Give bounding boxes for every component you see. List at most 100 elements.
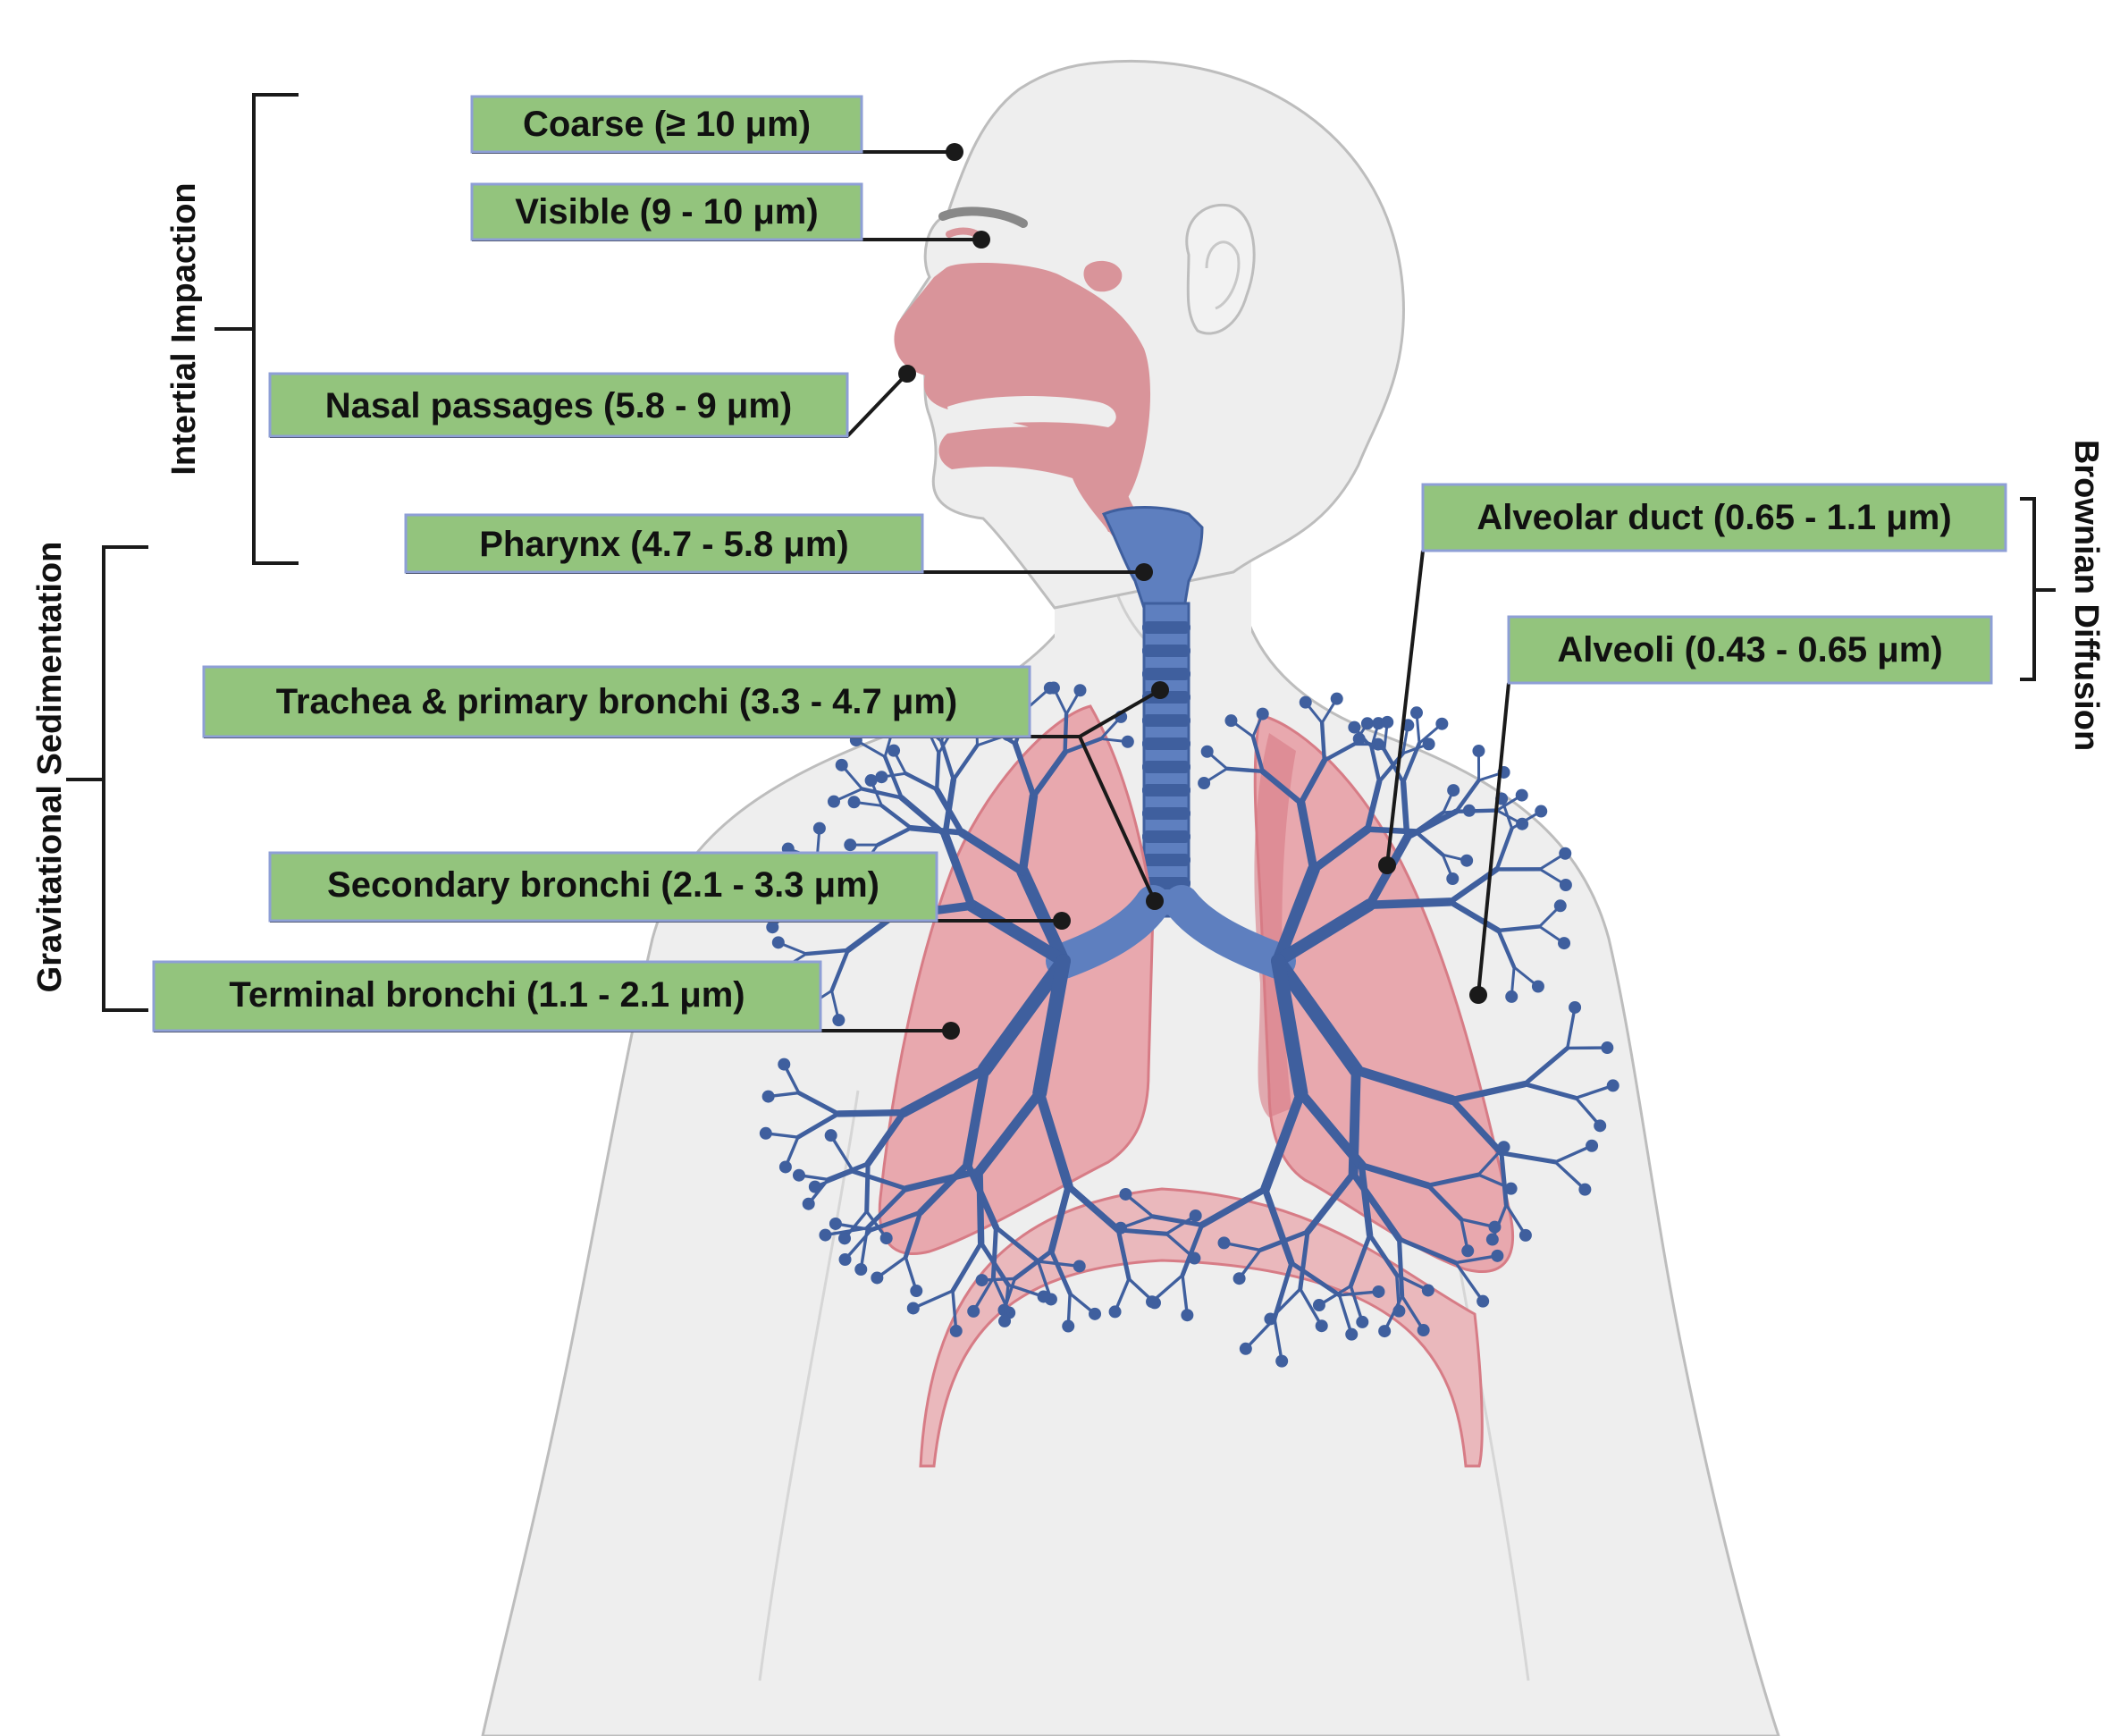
bronchus-branch xyxy=(951,1289,958,1333)
alveolar-sac xyxy=(1348,721,1361,734)
bronchus-branch xyxy=(803,948,850,956)
bronchus-branch xyxy=(1499,1150,1558,1165)
alveolar-sac xyxy=(1232,1272,1246,1285)
alveolar-sac xyxy=(875,771,888,784)
bronchus-branch xyxy=(851,1168,909,1192)
alveolar-sac xyxy=(1200,745,1214,758)
bronchus-branch xyxy=(979,1240,1011,1287)
ear-inner xyxy=(1205,240,1241,310)
bronchus-branch xyxy=(935,751,941,792)
bronchus-branch xyxy=(1271,954,1364,1078)
alveolar-sac xyxy=(1073,1260,1086,1273)
leader-alveoli xyxy=(1476,682,1510,996)
bronchus-branch xyxy=(965,899,1070,967)
alveolar-sac xyxy=(1518,1228,1532,1242)
bronchus-branch xyxy=(1496,928,1517,970)
dot-visible xyxy=(972,231,990,249)
alveolar-sac xyxy=(812,822,826,835)
dot-coarse xyxy=(946,143,963,161)
alveolar-sac xyxy=(1352,732,1366,746)
alveolar-sac xyxy=(1476,1294,1490,1308)
alveolar-sac xyxy=(1299,695,1312,709)
alveolar-sac xyxy=(1037,1290,1050,1303)
alveolar-sac xyxy=(832,1014,845,1027)
bronchus-branch xyxy=(1499,1150,1509,1208)
alveolar-sac xyxy=(1360,717,1374,730)
trachea-ring xyxy=(1142,807,1190,820)
label-pharynx-text: Pharynx (4.7 - 5.8 μm) xyxy=(479,525,849,564)
alveolar-sac xyxy=(1421,1284,1434,1297)
alveolar-sac xyxy=(808,1180,821,1193)
alveolar-sac xyxy=(1356,1315,1369,1328)
alveolar-sac xyxy=(1345,1327,1359,1341)
bronchus-branch xyxy=(957,828,1027,876)
bronchus-branch xyxy=(1522,1045,1570,1087)
alveolar-sac xyxy=(1312,1299,1325,1312)
bronchus-branch xyxy=(976,1167,985,1247)
dot-alveoli xyxy=(1469,986,1487,1004)
alveolar-sac xyxy=(1559,879,1572,892)
group-label-inertial: Intertial Impaction xyxy=(165,182,203,475)
primary-bronchus-left xyxy=(1046,885,1171,979)
alveolar-sac xyxy=(1535,805,1548,818)
alveolar-sac xyxy=(766,921,779,934)
bronchus-branch xyxy=(1272,863,1320,967)
alveolar-sac xyxy=(1198,777,1211,790)
bronchus-branch xyxy=(1034,1088,1073,1192)
group-brackets xyxy=(66,93,2056,1012)
alveolar-sac xyxy=(871,1271,884,1285)
bronchus-branch xyxy=(1272,1260,1294,1321)
bronchus-branch xyxy=(1031,749,1068,799)
alveolar-sac xyxy=(1217,1236,1231,1250)
alveolar-sac xyxy=(998,1314,1012,1327)
left-arm-crease xyxy=(758,1090,860,1681)
bronchus-branch xyxy=(912,1289,955,1310)
alveolar-sac xyxy=(847,796,861,809)
bronchus-branch xyxy=(1180,1222,1205,1278)
oral-cavity xyxy=(938,426,1135,536)
oral-gap xyxy=(947,396,1116,429)
alveolar-sac xyxy=(1531,980,1544,993)
label-trachea-text: Trachea & primary bronchi (3.3 - 4.7 μm) xyxy=(276,682,958,721)
bronchus-branch xyxy=(823,1226,870,1237)
bronchus-branch xyxy=(903,1209,923,1260)
alveolar-sac xyxy=(1586,1139,1599,1152)
alveolar-sac xyxy=(1569,1000,1582,1014)
bronchus-branch xyxy=(1449,1096,1505,1157)
alveolar-sac xyxy=(975,1274,988,1287)
bronchus-branch xyxy=(1047,1183,1073,1255)
alveolar-sac xyxy=(1089,1307,1102,1320)
alveolar-sac xyxy=(1488,1220,1502,1234)
bronchus-branch xyxy=(1400,1294,1426,1332)
bronchus-branch xyxy=(1012,740,1037,799)
alveolar-sac xyxy=(1559,847,1572,860)
alveolar-sac xyxy=(802,1197,815,1210)
bronchus-branch xyxy=(1115,1227,1132,1282)
bronchus-branch xyxy=(1048,1249,1073,1296)
bronchus-branch xyxy=(1271,954,1308,1100)
bronchus-branch xyxy=(1454,1260,1485,1303)
bronchus-branch xyxy=(1319,721,1327,763)
label-terminal: Terminal bronchi (1.1 - 2.1 μm) xyxy=(152,960,822,1032)
bronchus-branch xyxy=(1426,1183,1464,1222)
bronchus-branch xyxy=(864,1108,907,1167)
dot-terminal xyxy=(942,1022,960,1040)
bronchus-branch xyxy=(1566,1006,1577,1050)
bronchus-branch xyxy=(1299,1287,1324,1327)
alveolar-sac xyxy=(1422,737,1435,751)
upper-airway xyxy=(894,260,1204,610)
bronchus-branch xyxy=(829,948,850,993)
label-terminal-text: Terminal bronchi (1.1 - 2.1 μm) xyxy=(229,975,745,1015)
bronchus-branch xyxy=(1401,741,1422,785)
alveolar-sac xyxy=(1606,1079,1619,1092)
dot-pharynx xyxy=(1135,563,1153,581)
bronchus-branch xyxy=(1337,1294,1353,1336)
bronchus-branch xyxy=(950,1240,984,1294)
label-nasal: Nasal passages (5.8 - 9 μm) xyxy=(268,372,849,438)
alveolar-sac xyxy=(864,774,878,788)
alveolar-sac xyxy=(771,936,785,949)
alveolar-sac xyxy=(1491,1249,1504,1262)
alveolar-sac xyxy=(1505,990,1518,1003)
